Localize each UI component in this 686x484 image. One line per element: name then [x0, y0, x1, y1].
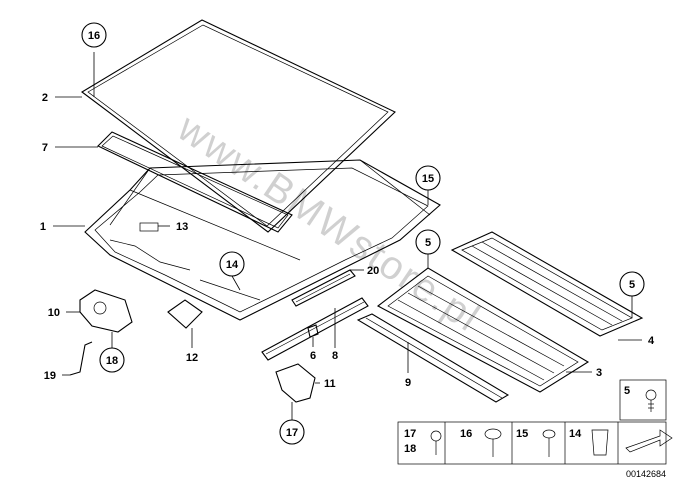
bracket-12	[167, 299, 203, 329]
clip-6	[307, 324, 319, 338]
callout-19: 19	[44, 370, 56, 382]
roof-frame	[84, 159, 441, 321]
callout-13: 13	[176, 221, 188, 233]
callout-bubble-15	[415, 165, 441, 191]
callout-bubble-17	[279, 419, 305, 445]
legend-number-18: 18	[404, 443, 416, 455]
legend-number-14: 14	[569, 428, 582, 440]
callout-5a: 5	[425, 237, 431, 249]
legend-box-5: 5	[619, 379, 667, 421]
label-plate	[139, 222, 159, 232]
callout-11: 11	[324, 378, 336, 390]
callout-17-bubble: 17	[286, 427, 298, 439]
callout-18-bubble: 18	[106, 355, 118, 367]
seal-frame	[97, 131, 293, 233]
callout-16: 16	[88, 30, 100, 42]
callout-4: 4	[648, 335, 655, 347]
callout-12: 12	[186, 352, 198, 364]
clip-nut-14-icon	[591, 429, 609, 456]
callout-2: 2	[42, 92, 48, 104]
screw-5-icon	[645, 389, 657, 412]
bolt-17-icon	[430, 430, 442, 455]
side-rail-9	[356, 313, 510, 403]
callout-bubble-5b	[619, 271, 645, 297]
callout-bubble-18	[99, 347, 125, 373]
callout-bubble-16	[81, 22, 107, 48]
legend-number-16: 16	[460, 428, 472, 440]
callout-14: 14	[226, 259, 239, 271]
roof-glass-panel	[81, 19, 396, 233]
rail-8	[261, 297, 369, 361]
legend-strip: 17 18 16 15 14	[397, 421, 673, 465]
legend-number-15: 15	[516, 428, 528, 440]
callout-bubble-14	[219, 251, 245, 277]
leader-lines	[53, 52, 642, 420]
legend-number-17: 17	[404, 428, 416, 440]
callout-6: 6	[310, 350, 316, 362]
bolt-15-icon	[542, 429, 556, 457]
callout-1: 1	[40, 221, 46, 233]
guide-rail-20	[291, 269, 356, 307]
arrow-icon	[625, 429, 673, 453]
callout-7: 7	[42, 142, 48, 154]
diagram-id: 00142684	[626, 469, 666, 479]
blind-panel-3	[376, 267, 590, 393]
callout-10: 10	[48, 307, 60, 319]
callout-bubble-5a	[415, 229, 441, 255]
callout-8: 8	[332, 350, 338, 362]
callout-15: 15	[422, 173, 434, 185]
callout-9: 9	[405, 377, 411, 389]
bracket-11	[275, 363, 316, 403]
drive-motor	[79, 289, 133, 333]
legend-number-5: 5	[624, 385, 630, 397]
callout-5b: 5	[629, 279, 635, 291]
callout-3: 3	[596, 367, 602, 379]
bolt-16-icon	[484, 428, 502, 457]
watermark-text: www.BMWstore.pl	[169, 105, 488, 340]
callout-20: 20	[367, 265, 379, 277]
cable-19	[69, 341, 93, 376]
